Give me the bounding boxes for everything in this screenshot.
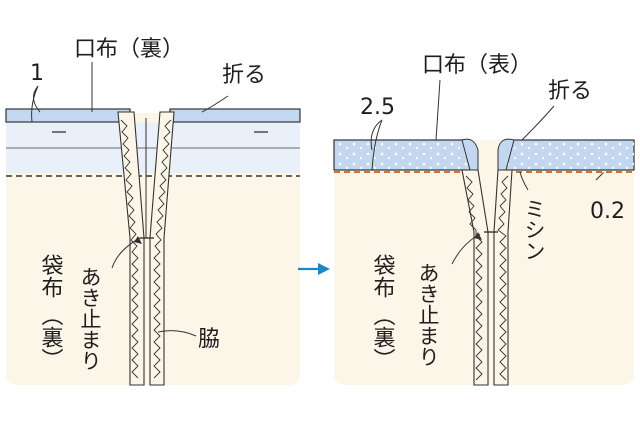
right-panel: 口布（表） 折る 2.5 0.2 袋布 （裏） あき止まり ミシン [333, 53, 635, 386]
right-label-mishin: ミシン [522, 198, 546, 261]
right-facing-band-right-dots [506, 140, 634, 170]
right-label-margin: 2.5 [360, 95, 395, 120]
right-leader-mishin [519, 171, 529, 191]
right-akidomari-arrowhead [474, 232, 482, 240]
right-leader-oru [521, 105, 555, 141]
right-label-stitch-offset: 0.2 [590, 199, 625, 224]
left-label-margin: 1 [30, 61, 44, 86]
left-label-waki: 脇 [198, 327, 220, 352]
left-leader-margin [31, 85, 41, 123]
left-label-kuchinuno: 口布（裏） [74, 37, 184, 62]
left-seam-allowance-right [149, 111, 175, 386]
left-leader-oru [201, 95, 229, 113]
left-seam-allowance-left [117, 111, 145, 386]
left-label-oru: 折る [222, 63, 266, 88]
right-leader-offset [595, 172, 604, 181]
left-leader-waki [157, 330, 197, 337]
left-akidomari-arrowhead [134, 236, 142, 244]
left-facing-band-right [169, 108, 301, 123]
left-label-fukuro-1: 袋布 [38, 254, 64, 298]
right-fold-left [461, 138, 479, 171]
left-zigzag-right [153, 119, 172, 379]
right-seam-allowance-left [461, 169, 489, 386]
left-panel: 口布（裏） 折る 1 脇 袋布 （裏） あき止まり [5, 37, 301, 386]
right-label-fukuro-2: （裏） [370, 304, 396, 370]
left-label-fukuro-2: （裏） [38, 304, 64, 370]
right-leader-kuchinuno [435, 79, 441, 141]
right-label-akidomari: あき止まり [416, 262, 440, 367]
arrow-right-icon [298, 263, 330, 275]
right-label-kuchinuno: 口布（表） [422, 53, 532, 78]
right-leader-margin [370, 119, 383, 171]
left-zigzag-left [120, 119, 139, 379]
right-seam-allowance-right [493, 169, 513, 386]
right-label-fukuro-1: 袋布 [370, 254, 396, 298]
right-fold-right [497, 138, 515, 171]
left-label-akidomari: あき止まり [78, 266, 102, 371]
left-facing-band-left [5, 108, 131, 123]
right-facing-band-left-dots [334, 140, 470, 170]
right-zigzag-left [465, 175, 483, 381]
right-label-oru: 折る [548, 79, 592, 104]
right-zigzag-right [497, 175, 509, 381]
